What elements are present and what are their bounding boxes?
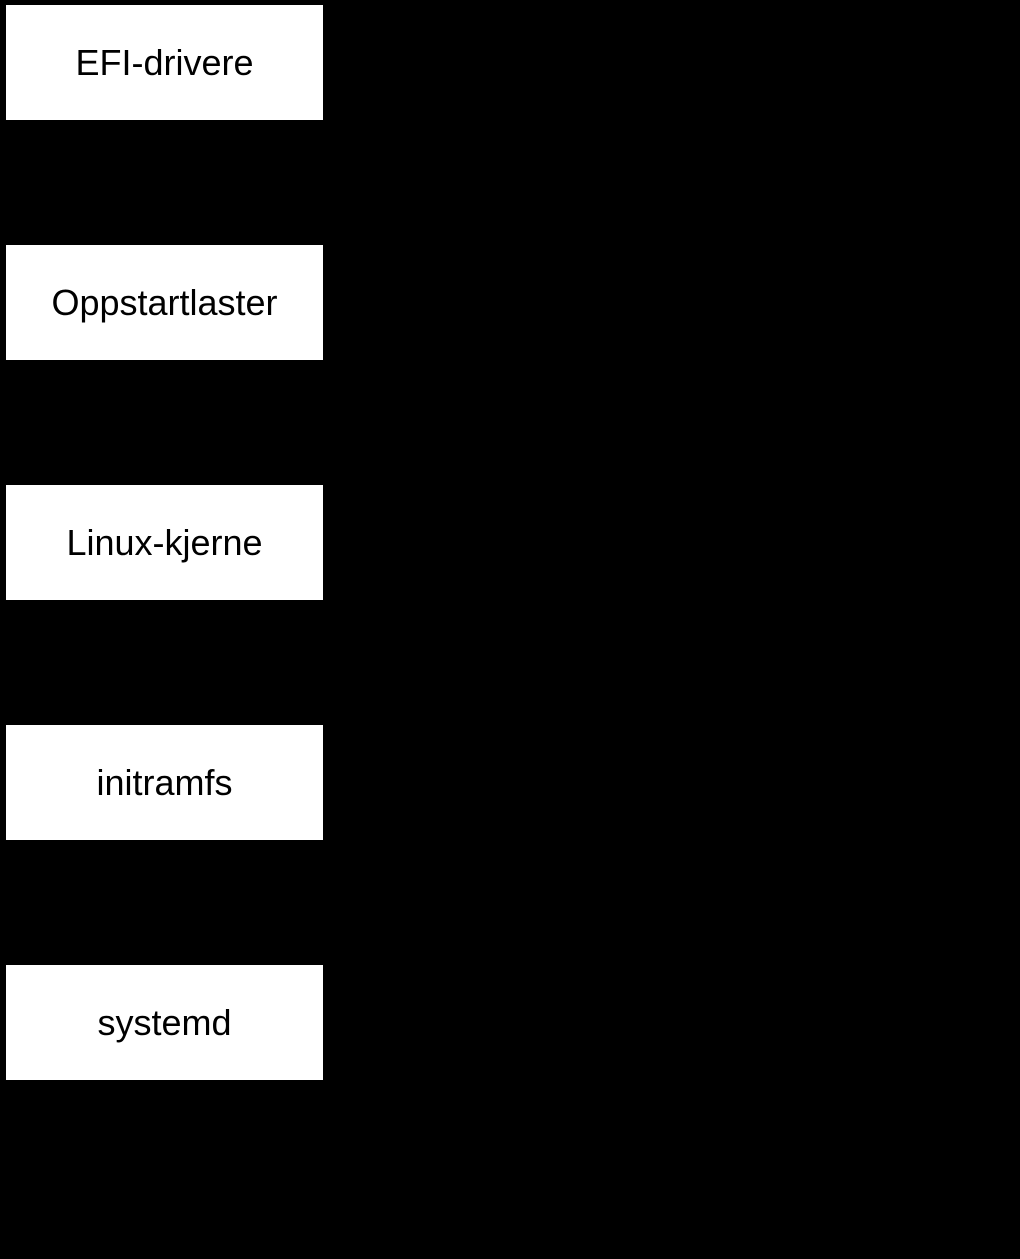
node-oppstartlaster: Oppstartlaster	[6, 245, 323, 360]
node-label-initramfs: initramfs	[96, 761, 233, 803]
node-label-oppstartlaster: Oppstartlaster	[51, 281, 278, 323]
node-linux-kjerne: Linux-kjerne	[6, 485, 323, 600]
node-efi-drivere: EFI-drivere	[6, 5, 323, 120]
node-systemd: systemd	[6, 965, 323, 1080]
node-initramfs: initramfs	[6, 725, 323, 840]
node-label-efi-drivere: EFI-drivere	[75, 41, 254, 83]
node-label-linux-kjerne: Linux-kjerne	[66, 521, 263, 563]
node-label-systemd: systemd	[97, 1001, 232, 1043]
